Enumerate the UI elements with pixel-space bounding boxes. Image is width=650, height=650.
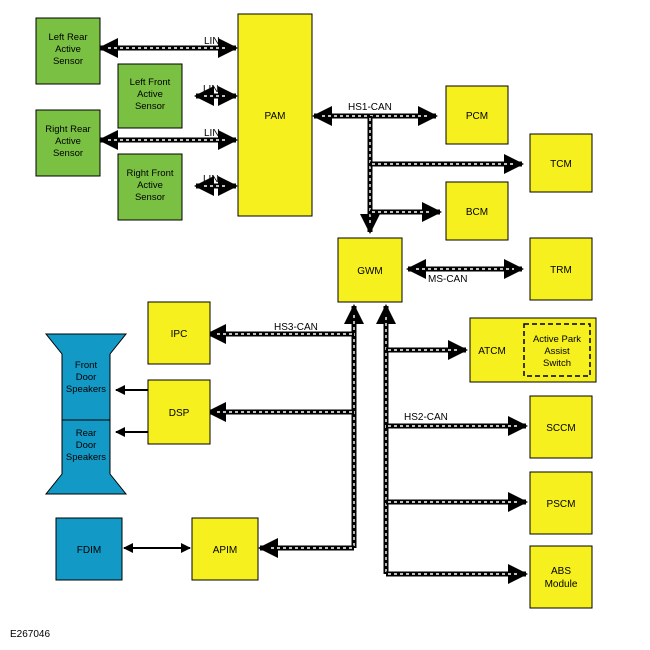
gwm-box: GWM <box>337 237 403 303</box>
abs-module-label-2: Module <box>545 579 578 590</box>
gwm-label: GWM <box>357 266 383 277</box>
pam-box: PAM <box>237 13 313 217</box>
atcm-label: ATCM <box>478 346 506 357</box>
abs-module-box: ABS Module <box>529 545 593 609</box>
front-door-speakers-label-2: Door <box>76 372 97 383</box>
hs3-can-label: HS3-CAN <box>274 322 318 333</box>
active-park-assist-switch-label-3: Switch <box>543 358 571 369</box>
bus-lines <box>98 38 528 584</box>
active-park-assist-switch-outline <box>523 323 591 377</box>
lin-label-4: LIN <box>203 174 219 185</box>
rear-door-speakers: Rear Door Speakers <box>44 419 128 495</box>
front-door-speakers-label-1: Front <box>75 360 98 371</box>
right-rear-sensor-label-3: Sensor <box>53 148 83 159</box>
right-front-sensor-box: Right Front Active Sensor <box>117 153 183 221</box>
left-front-sensor-label-3: Sensor <box>135 101 165 112</box>
tcm-box: TCM <box>529 133 593 193</box>
pscm-label: PSCM <box>547 499 576 510</box>
pcm-box: PCM <box>445 85 509 145</box>
right-rear-sensor-box: Right Rear Active Sensor <box>35 109 101 177</box>
sccm-box: SCCM <box>529 395 593 459</box>
trm-label: TRM <box>550 265 572 276</box>
ipc-box: IPC <box>147 301 211 365</box>
active-park-assist-switch-label-2: Assist <box>544 346 570 357</box>
bus-labels: LIN LIN LIN LIN HS1-CAN MS-CAN HS3-CAN H… <box>203 36 467 423</box>
hs2-can-label: HS2-CAN <box>404 412 448 423</box>
rear-door-speakers-label-2: Door <box>76 440 97 451</box>
bcm-label: BCM <box>466 207 488 218</box>
right-rear-sensor-label-2: Active <box>55 136 81 147</box>
left-front-sensor-box: Left Front Active Sensor <box>117 63 183 129</box>
fdim-label: FDIM <box>77 545 101 556</box>
pam-label: PAM <box>265 111 286 122</box>
pscm-box: PSCM <box>529 471 593 535</box>
left-front-sensor-label-1: Left Front <box>130 77 171 88</box>
abs-module-label-1: ABS <box>551 566 571 577</box>
ms-can-label: MS-CAN <box>428 274 467 285</box>
front-door-speakers-label-3: Speakers <box>66 384 106 395</box>
hs1-can-bus <box>312 106 524 234</box>
hs2-can-bus <box>376 304 528 584</box>
lin-label-3: LIN <box>204 128 220 139</box>
apim-label: APIM <box>213 545 237 556</box>
right-front-sensor-label-3: Sensor <box>135 192 165 203</box>
trm-box: TRM <box>529 237 593 301</box>
dsp-box: DSP <box>147 379 211 445</box>
left-front-sensor-label-2: Active <box>137 89 163 100</box>
active-park-assist-switch-label-1: Active Park <box>533 334 581 345</box>
ipc-label: IPC <box>171 329 188 340</box>
dsp-label: DSP <box>169 408 190 419</box>
rear-door-speakers-label-3: Speakers <box>66 452 106 463</box>
lin-label-2: LIN <box>203 84 219 95</box>
sccm-label: SCCM <box>546 423 575 434</box>
lin-label-1: LIN <box>204 36 220 47</box>
left-rear-sensor-label-1: Left Rear <box>48 32 87 43</box>
right-front-sensor-label-2: Active <box>137 180 163 191</box>
right-front-sensor-label-1: Right Front <box>127 168 174 179</box>
left-rear-sensor-label-3: Sensor <box>53 56 83 67</box>
hs3-can-bus <box>206 304 364 558</box>
fdim-box: FDIM <box>55 517 123 581</box>
right-rear-sensor-label-1: Right Rear <box>45 124 90 135</box>
bcm-box: BCM <box>445 181 509 241</box>
left-rear-sensor-box: Left Rear Active Sensor <box>35 17 101 85</box>
figure-id: E267046 <box>10 629 50 640</box>
atcm-box: ATCM Active Park Assist Switch <box>469 317 597 383</box>
speaker-wires <box>115 385 148 437</box>
tcm-label: TCM <box>550 159 572 170</box>
rear-door-speakers-label-1: Rear <box>76 428 97 439</box>
pcm-label: PCM <box>466 111 488 122</box>
left-rear-sensor-label-2: Active <box>55 44 81 55</box>
hs1-can-label: HS1-CAN <box>348 102 392 113</box>
front-door-speakers: Front Door Speakers <box>44 333 128 427</box>
apim-box: APIM <box>191 517 259 581</box>
